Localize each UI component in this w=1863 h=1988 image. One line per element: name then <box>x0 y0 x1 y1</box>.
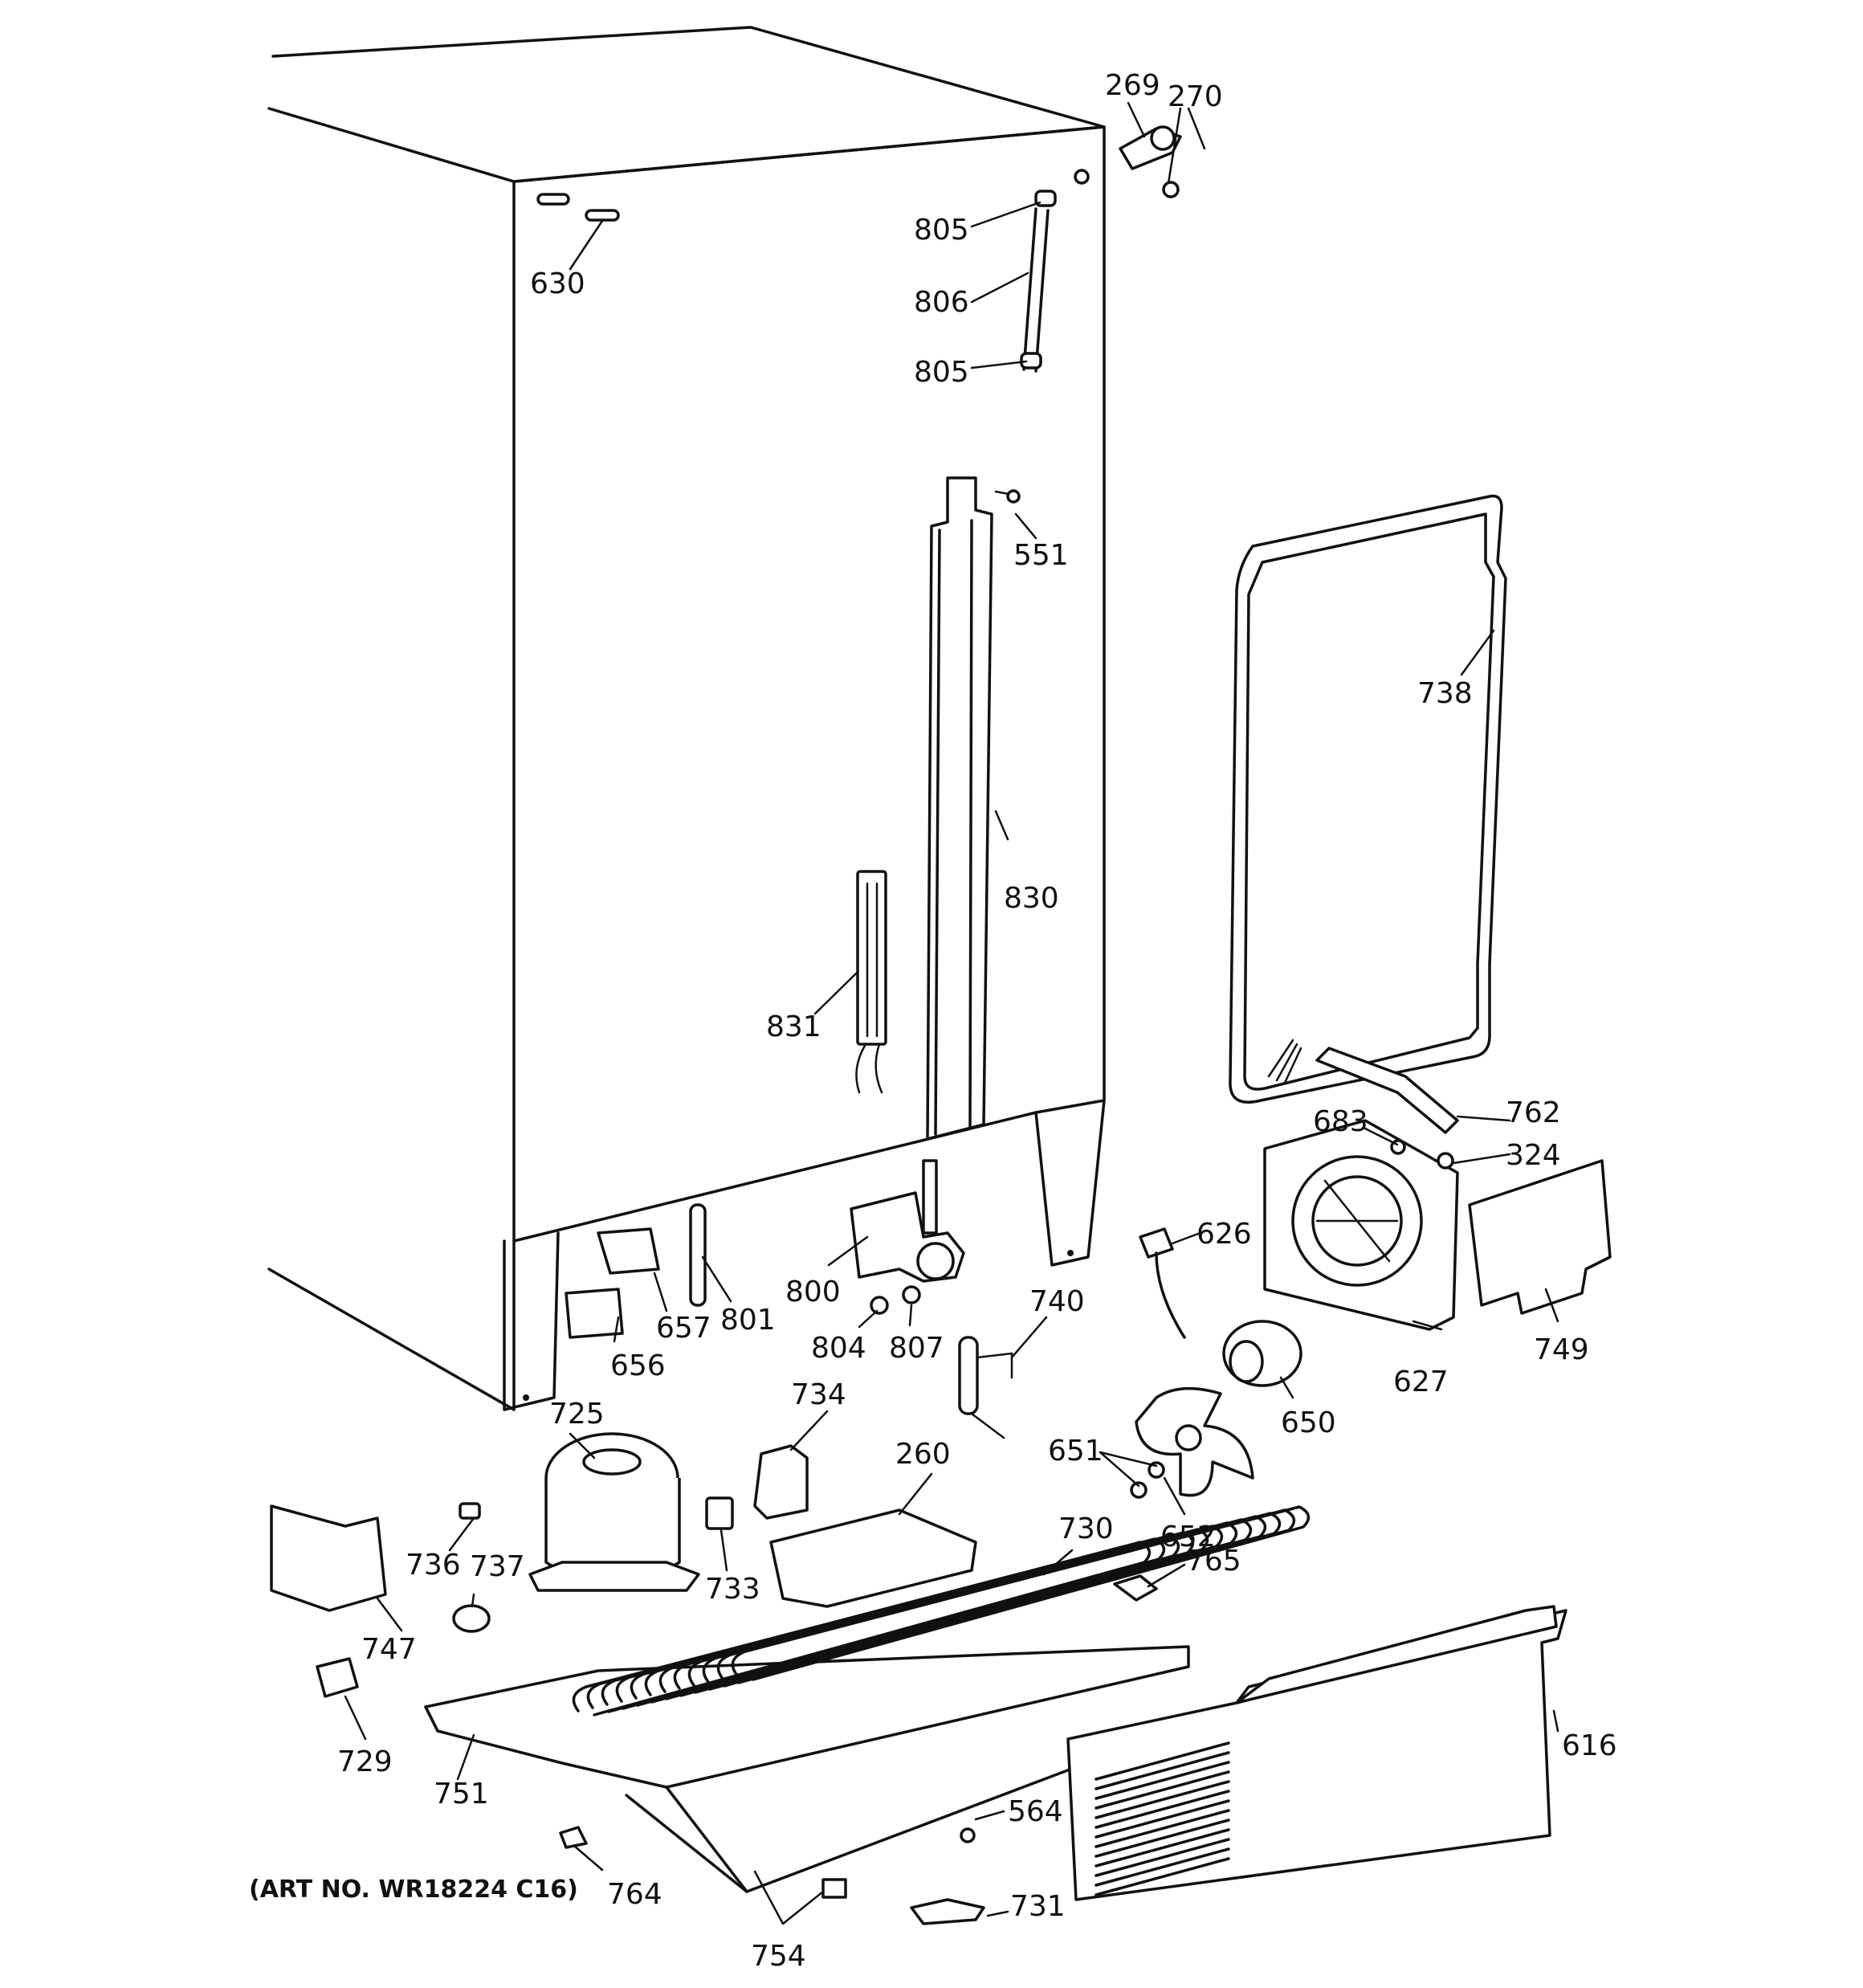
callout-551: 551 <box>1013 539 1069 572</box>
callout-738: 738 <box>1417 677 1473 710</box>
fan-housing-part <box>1113 1047 1612 1602</box>
callout-805-top: 805 <box>914 214 969 247</box>
callout-564: 564 <box>1008 1795 1063 1828</box>
callout-260: 260 <box>895 1438 951 1471</box>
callout-labels: 269 270 630 805 806 805 551 738 830 831 … <box>249 69 1617 1973</box>
leader-lines <box>344 101 1559 1925</box>
callout-627: 627 <box>1393 1365 1449 1398</box>
callout-765: 765 <box>1186 1545 1241 1578</box>
callout-270: 270 <box>1168 80 1223 113</box>
callout-800: 800 <box>785 1276 841 1308</box>
callout-683: 683 <box>1313 1105 1368 1138</box>
water-valve-part <box>565 1159 1013 1608</box>
callout-736: 736 <box>406 1549 461 1582</box>
grille-slot <box>1095 1799 1230 1839</box>
grille-slot <box>1095 1790 1230 1829</box>
callout-807: 807 <box>889 1332 944 1365</box>
callout-630: 630 <box>530 267 585 300</box>
grille-panel-part <box>559 1605 1567 1925</box>
callout-805-bottom: 805 <box>914 356 969 389</box>
callout-626: 626 <box>1196 1218 1252 1251</box>
callout-754: 754 <box>751 1940 806 1973</box>
callout-747: 747 <box>361 1633 417 1666</box>
condenser-part <box>424 1645 1190 1893</box>
callout-749: 749 <box>1534 1333 1589 1366</box>
grille-slot <box>1095 1770 1230 1810</box>
callout-801: 801 <box>720 1304 776 1337</box>
grille-slot <box>1095 1847 1230 1887</box>
door-gasket-part <box>1229 494 1507 1104</box>
grille-slot <box>1095 1828 1230 1868</box>
callout-657: 657 <box>656 1312 711 1345</box>
callout-831: 831 <box>766 1010 821 1043</box>
art-number-label: (ART NO. WR18224 C16) <box>249 1876 578 1904</box>
grille-slot <box>1095 1780 1230 1819</box>
refrigerator-cabinet <box>267 26 1106 1411</box>
grille-slot <box>1095 1809 1230 1848</box>
callout-737: 737 <box>470 1550 525 1583</box>
callout-269: 269 <box>1105 69 1160 102</box>
compressor-part <box>270 1432 734 1698</box>
callout-734: 734 <box>791 1378 846 1411</box>
callout-651: 651 <box>1048 1435 1103 1468</box>
callout-656: 656 <box>610 1349 666 1382</box>
callout-731: 731 <box>1010 1890 1066 1923</box>
callout-751: 751 <box>434 1778 489 1810</box>
callout-764: 764 <box>607 1878 662 1911</box>
callout-804: 804 <box>811 1332 866 1365</box>
hinge-pin-part <box>1119 125 1182 198</box>
callout-616: 616 <box>1562 1729 1617 1762</box>
callout-725: 725 <box>549 1398 605 1431</box>
callout-324: 324 <box>1506 1139 1561 1172</box>
grille-slot <box>1095 1838 1230 1877</box>
callout-806: 806 <box>914 286 969 319</box>
callout-733: 733 <box>705 1573 760 1606</box>
grille-slot <box>1095 1741 1230 1781</box>
callout-740: 740 <box>1029 1285 1085 1318</box>
callout-729: 729 <box>337 1745 393 1778</box>
coil-loop <box>731 1505 1311 1681</box>
grille-slot <box>1095 1819 1230 1858</box>
grille-slot <box>1095 1751 1230 1790</box>
grille-slot <box>1095 1761 1230 1800</box>
callout-730: 730 <box>1058 1512 1114 1545</box>
callout-650: 650 <box>1281 1406 1336 1439</box>
condenser-coil <box>572 1505 1311 1717</box>
callout-652: 652 <box>1160 1521 1216 1553</box>
callout-762: 762 <box>1506 1096 1561 1129</box>
grille-slot <box>1095 1857 1230 1896</box>
callout-830: 830 <box>1004 882 1059 915</box>
